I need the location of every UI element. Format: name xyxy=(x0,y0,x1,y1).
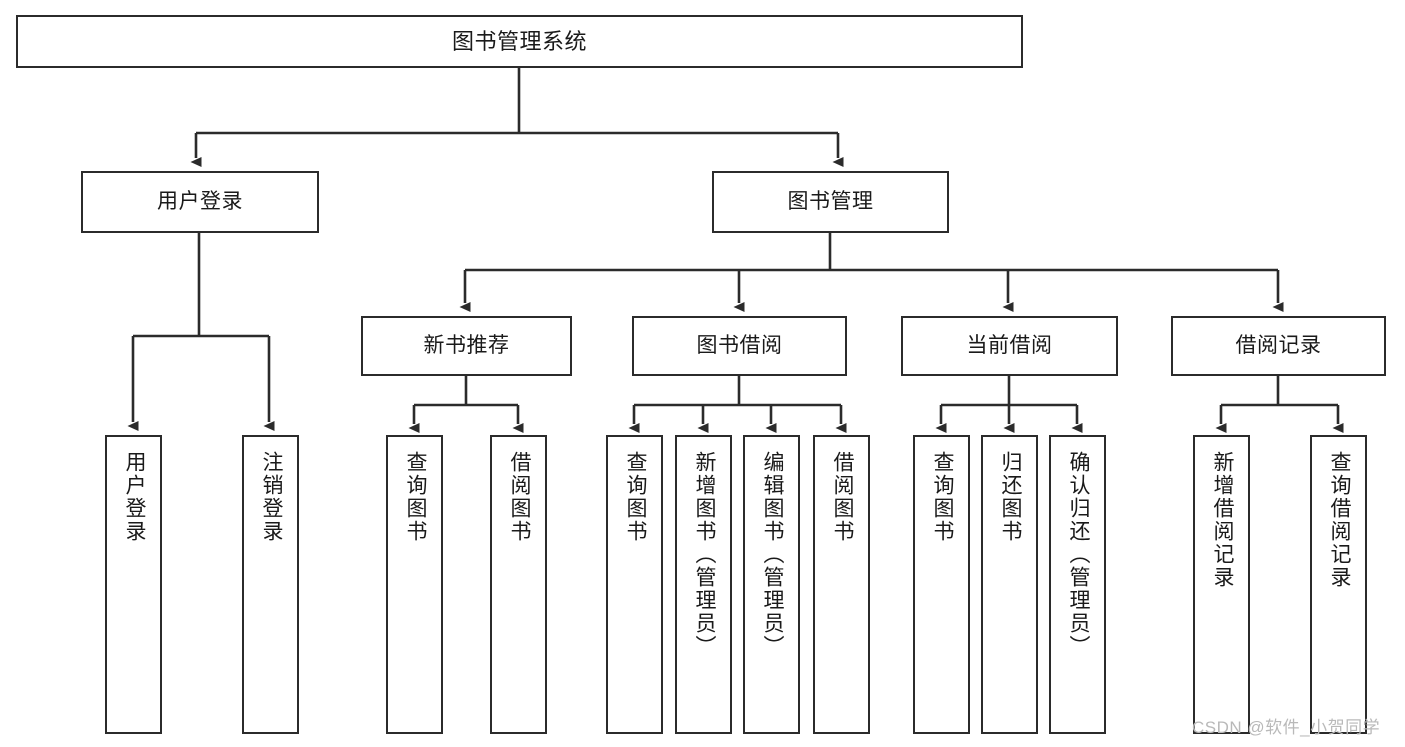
node-root-system[interactable]: 图书管理系统 xyxy=(16,15,1023,68)
node-new-book-recommend[interactable]: 新书推荐 xyxy=(361,316,572,376)
leaf-add-book-admin[interactable]: 新增图书（管理员） xyxy=(675,435,732,734)
csdn-watermark: CSDN @软件_小贺同学 xyxy=(1192,718,1381,737)
node-book-management[interactable]: 图书管理 xyxy=(712,171,949,233)
node-label: 编辑图书（管理员） xyxy=(760,451,784,658)
node-label: 注销登录 xyxy=(259,451,283,543)
node-label: 归还图书 xyxy=(998,451,1022,543)
leaf-edit-book-admin[interactable]: 编辑图书（管理员） xyxy=(743,435,800,734)
node-label: 用户登录 xyxy=(122,451,146,543)
leaf-query-book-borrow[interactable]: 查询图书 xyxy=(606,435,663,734)
node-label: 图书管理 xyxy=(787,189,874,213)
leaf-add-borrow-record[interactable]: 新增借阅记录 xyxy=(1193,435,1250,734)
node-label: 确认归还（管理员） xyxy=(1066,451,1090,658)
leaf-user-login[interactable]: 用户登录 xyxy=(105,435,162,734)
node-label: 新增借阅记录 xyxy=(1210,451,1234,589)
node-label: 借阅图书 xyxy=(830,451,854,543)
node-label: 当前借阅 xyxy=(966,333,1053,357)
leaf-user-logout[interactable]: 注销登录 xyxy=(242,435,299,734)
leaf-borrow-book-recommend[interactable]: 借阅图书 xyxy=(490,435,547,734)
node-current-borrow[interactable]: 当前借阅 xyxy=(901,316,1118,376)
leaf-query-book-recommend[interactable]: 查询图书 xyxy=(386,435,443,734)
leaf-query-book-current[interactable]: 查询图书 xyxy=(913,435,970,734)
node-label: 新书推荐 xyxy=(423,333,510,357)
node-label: 查询图书 xyxy=(623,451,647,543)
node-book-borrow[interactable]: 图书借阅 xyxy=(632,316,847,376)
leaf-return-book[interactable]: 归还图书 xyxy=(981,435,1038,734)
node-borrow-records[interactable]: 借阅记录 xyxy=(1171,316,1386,376)
leaf-borrow-book[interactable]: 借阅图书 xyxy=(813,435,870,734)
node-label: 图书借阅 xyxy=(696,333,783,357)
leaf-query-borrow-record[interactable]: 查询借阅记录 xyxy=(1310,435,1367,734)
node-label: 借阅图书 xyxy=(507,451,531,543)
node-label: 查询借阅记录 xyxy=(1327,451,1351,589)
node-label: 图书管理系统 xyxy=(451,28,587,54)
node-user-login[interactable]: 用户登录 xyxy=(81,171,319,233)
leaf-confirm-return-admin[interactable]: 确认归还（管理员） xyxy=(1049,435,1106,734)
node-label: 查询图书 xyxy=(403,451,427,543)
node-label: 借阅记录 xyxy=(1235,333,1322,357)
node-label: 查询图书 xyxy=(930,451,954,543)
node-label: 新增图书（管理员） xyxy=(692,451,716,658)
node-label: 用户登录 xyxy=(157,189,243,213)
